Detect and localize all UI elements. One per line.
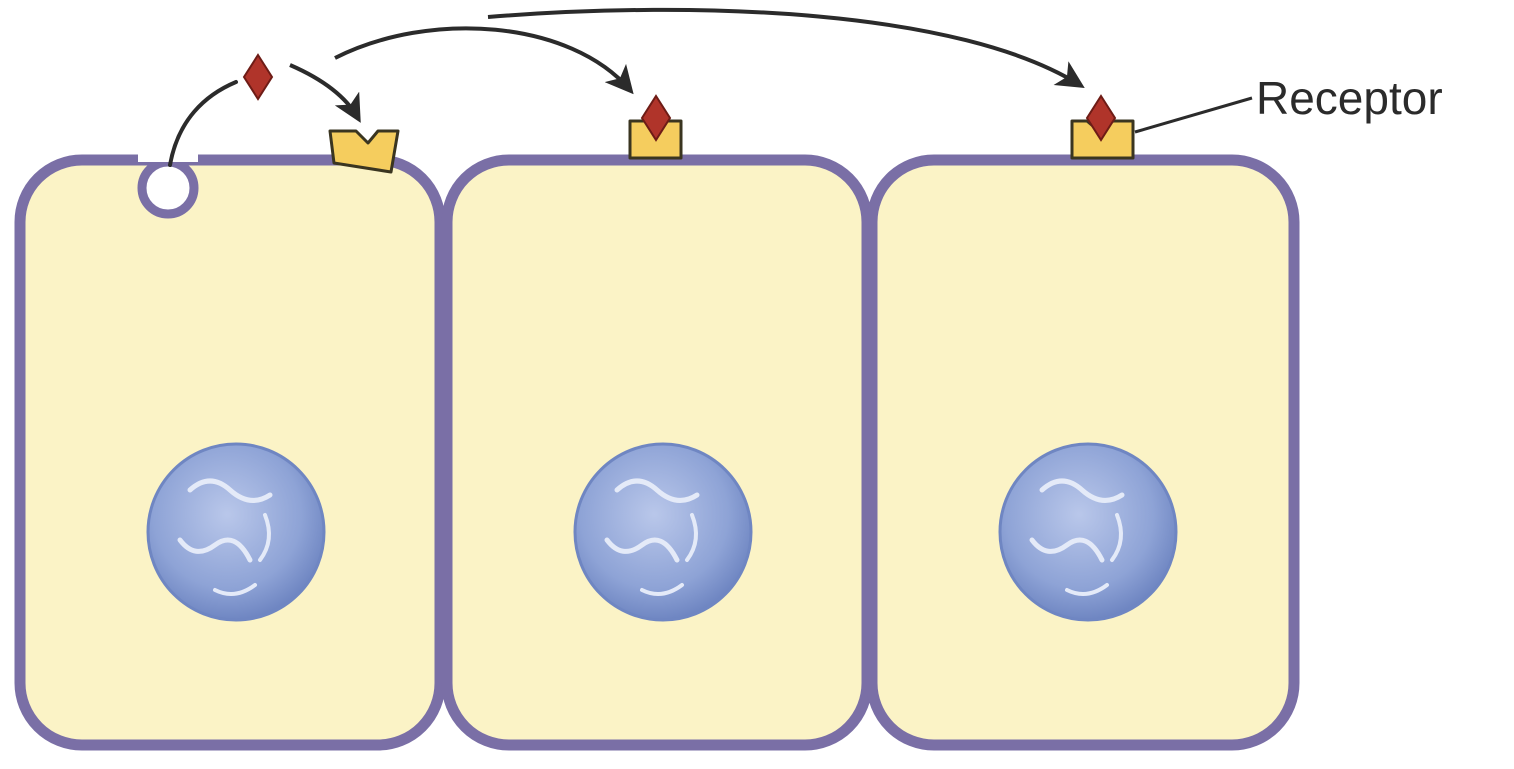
nucleus-2 [575,444,751,620]
arrow-to-receptor-1 [290,65,358,118]
ligand-free [244,55,272,99]
receptor-leader-line [1135,98,1252,132]
nucleus-3 [1000,444,1176,620]
secretory-vesicle [142,162,194,214]
arrow-to-receptor-2 [335,28,630,90]
nucleus-1 [148,444,324,620]
arrow-to-receptor-3 [488,10,1080,85]
receptor-label: Receptor [1256,72,1443,124]
